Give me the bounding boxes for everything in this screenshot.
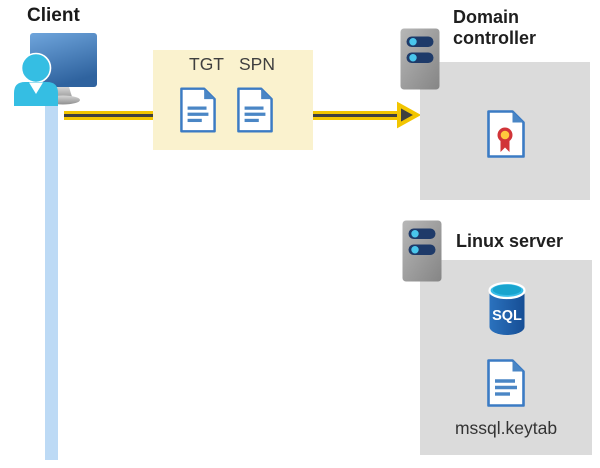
certificate-icon	[487, 110, 525, 158]
keytab-document-icon	[487, 359, 525, 407]
linux-server-label: Linux server	[456, 231, 564, 251]
spn-label: SPN	[239, 54, 275, 74]
tgt-label: TGT	[189, 54, 224, 74]
spn-document-icon	[237, 87, 273, 133]
client-lifeline	[45, 99, 58, 460]
tgt-document-icon	[180, 87, 216, 133]
domain-controller-server-icon	[400, 28, 440, 90]
domain-controller-label: Domain controller	[453, 7, 537, 48]
client-computer-icon	[14, 33, 97, 106]
linux-server-icon	[402, 220, 442, 282]
sql-database-icon: SQL	[488, 281, 526, 335]
client-label: Client	[27, 5, 80, 26]
auth-flow-arrow-head-icon	[397, 101, 420, 129]
sql-badge-label: SQL	[492, 308, 522, 324]
ticket-box	[153, 50, 313, 150]
keytab-filename-label: mssql.keytab	[454, 418, 558, 438]
